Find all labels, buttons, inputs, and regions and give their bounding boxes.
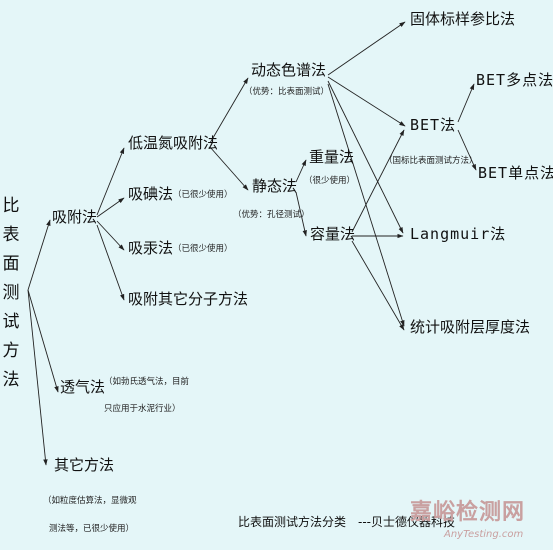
- node-iodine: 吸碘法: [128, 185, 174, 203]
- edge-root-to-permeation: [27, 289, 59, 393]
- edge-dynamic-to-langmuir: [327, 80, 404, 234]
- edge-root-to-other: [27, 289, 48, 466]
- node-permeation: 透气法: [60, 378, 106, 396]
- edge-volumetric-to-statistical: [351, 240, 405, 331]
- edge-bet-to-single: [457, 129, 477, 171]
- node-low-temp-n2: 低温氮吸附法: [128, 134, 219, 152]
- note-iodine: （已很少使用）: [173, 190, 233, 200]
- note-other-2: 测法等，已很少使用）: [49, 524, 135, 534]
- node-solid-ref: 固体标样参比法: [410, 10, 516, 28]
- node-adsorption: 吸附法: [52, 208, 98, 226]
- note-dynamic: （优势：比表面测试）: [244, 87, 330, 97]
- note-permeation-1: （如勃氏透气法，目前: [104, 377, 190, 387]
- note-bet: （国标比表面测试方法）: [384, 156, 478, 166]
- note-mercury: （已很少使用）: [173, 244, 233, 254]
- node-bet: BET法: [410, 116, 457, 134]
- node-other-molecule: 吸附其它分子方法: [128, 290, 249, 308]
- node-langmuir: Langmuir法: [410, 225, 507, 243]
- edge-adsorption-to-othermol: [96, 224, 125, 301]
- watermark-logo: 嘉峪检测网: [410, 500, 526, 525]
- node-other: 其它方法: [54, 456, 115, 474]
- edge-dynamic-to-solidref: [327, 21, 406, 76]
- note-gravimetric: （很少使用）: [304, 176, 356, 186]
- edge-bet-to-multi: [457, 83, 475, 123]
- edge-dynamic-to-bet: [327, 76, 406, 127]
- note-permeation-2: 只应用于水泥行业）: [104, 404, 181, 414]
- edge-adsorption-to-iodine: [96, 197, 125, 218]
- edge-lowtemp-to-static: [209, 146, 249, 191]
- root-label: 比表面测试方法: [2, 196, 20, 390]
- edge-static-to-gravimetric: [295, 159, 307, 183]
- edge-root-to-adsorption: [27, 219, 51, 291]
- edge-lowtemp-to-dynamic: [209, 77, 249, 144]
- watermark-url: AnyTesting.com: [444, 529, 524, 540]
- diagram-credit: ---贝士德仪器科技: [358, 515, 455, 529]
- node-static: 静态法: [252, 177, 298, 195]
- edge-adsorption-to-mercury: [96, 220, 125, 251]
- node-volumetric: 容量法: [310, 225, 356, 243]
- note-static: （优势：孔径测试）: [233, 210, 310, 220]
- node-gravimetric: 重量法: [309, 148, 355, 166]
- note-other-1: （如粒度估算法，显微观: [43, 496, 137, 506]
- node-bet-single: BET单点法: [478, 164, 553, 182]
- node-bet-multi: BET多点法: [476, 71, 553, 89]
- node-mercury: 吸汞法: [128, 239, 174, 257]
- edge-static-to-volumetric: [295, 191, 307, 237]
- diagram-edges: [27, 21, 477, 466]
- edge-adsorption-to-lowtemp: [96, 147, 125, 216]
- node-statistical: 统计吸附层厚度法: [410, 318, 531, 336]
- diagram-caption: 比表面测试方法分类: [238, 515, 347, 529]
- edge-volumetric-to-bet: [351, 129, 405, 233]
- node-dynamic: 动态色谱法: [251, 61, 327, 79]
